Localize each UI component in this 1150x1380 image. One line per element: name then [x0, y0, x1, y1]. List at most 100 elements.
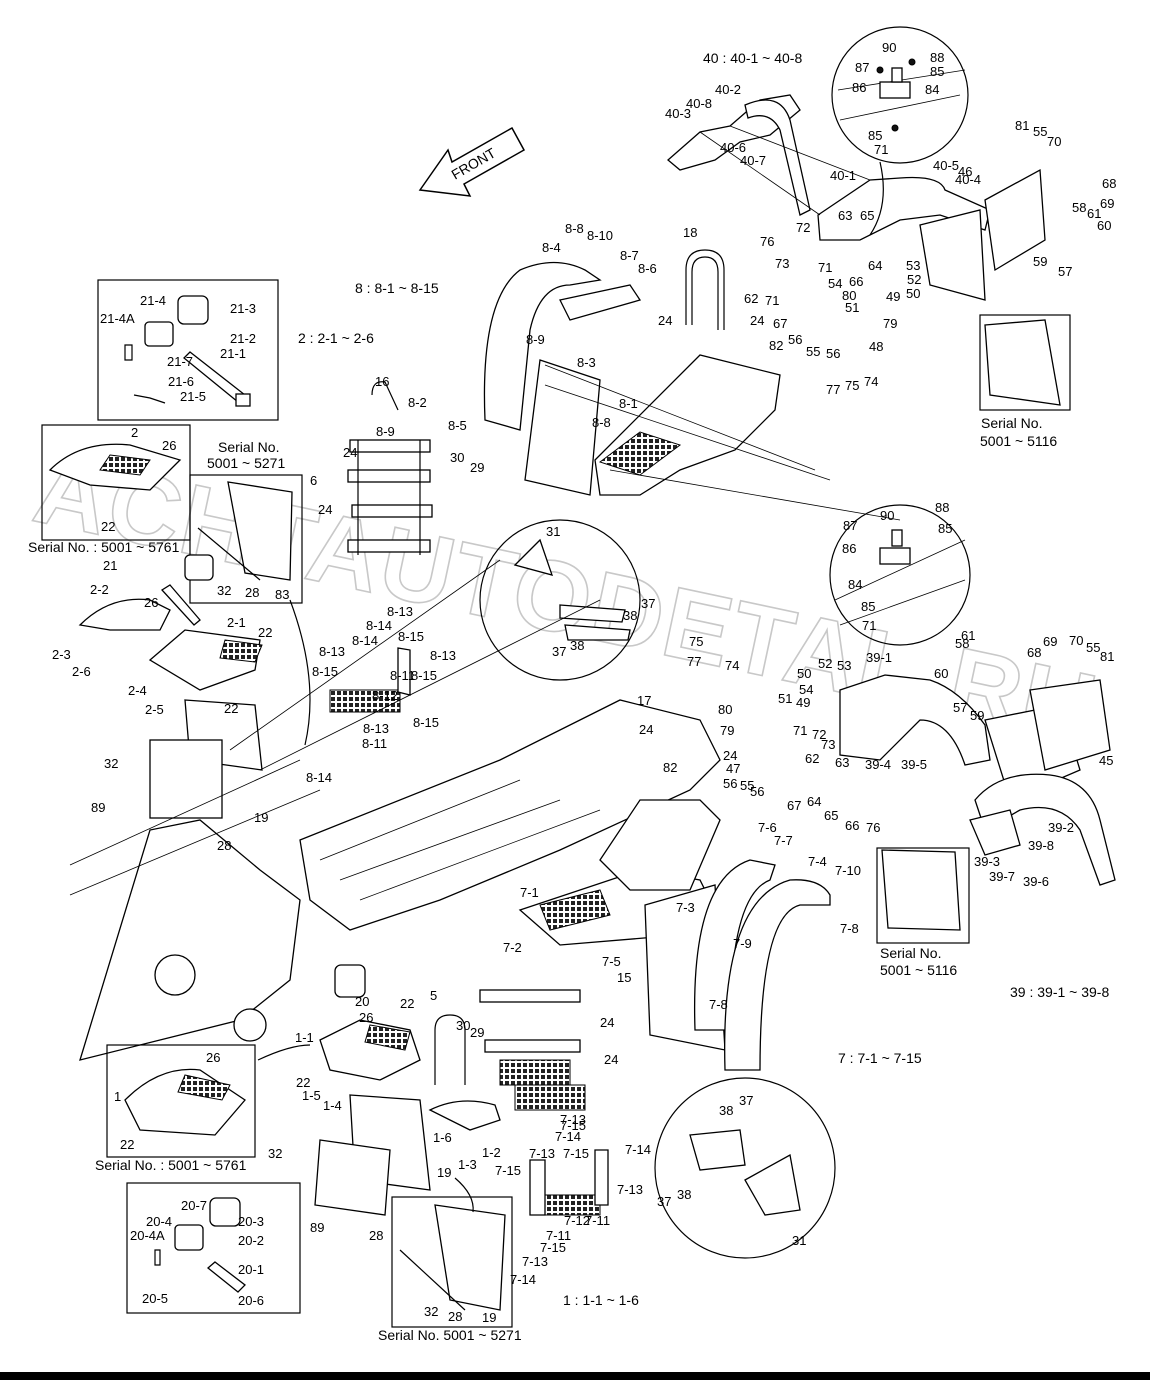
part-number-callout: 7-15 [495, 1163, 521, 1178]
detail-box-1 [106, 1044, 256, 1158]
part-number-callout: 8-11 [390, 668, 415, 683]
part-number-callout: 59 [1033, 254, 1047, 269]
part-number-callout: 28 [245, 585, 259, 600]
part-number-callout: 8-1 [619, 396, 638, 411]
part-number-callout: 19 [437, 1165, 451, 1180]
part-number-callout: 67 [773, 316, 787, 331]
part-number-callout: 2-2 [90, 582, 109, 597]
detail-box-20 [126, 1182, 301, 1314]
part-number-callout: 61 [1087, 206, 1101, 221]
part-number-callout: 77 [687, 654, 701, 669]
part-number-callout: 74 [725, 658, 739, 673]
part-number-callout: 2-6 [72, 664, 91, 679]
fender-40-assembly [666, 94, 1046, 301]
part-number-callout: 68 [1027, 645, 1041, 660]
part-number-callout: 71 [862, 618, 876, 633]
part-number-callout: 39-4 [865, 757, 891, 772]
part-number-callout: 22 [296, 1075, 310, 1090]
part-number-callout: 66 [849, 274, 863, 289]
part-number-callout: 40-8 [686, 96, 712, 111]
part-number-callout: 65 [860, 208, 874, 223]
part-number-callout: 31 [546, 524, 560, 539]
part-number-callout: 58 [955, 636, 969, 651]
part-number-callout: 7-14 [555, 1129, 581, 1144]
part-number-callout: 65 [824, 808, 838, 823]
part-number-callout: 74 [864, 374, 878, 389]
part-number-callout: 32 [268, 1146, 282, 1161]
part-number-callout: 60 [1097, 218, 1111, 233]
part-number-callout: 70 [1047, 134, 1061, 149]
part-number-callout: 31 [792, 1233, 806, 1248]
part-number-callout: 7-8 [709, 997, 728, 1012]
part-number-callout: 45 [1099, 753, 1113, 768]
part-number-callout: 20-1 [238, 1262, 264, 1277]
part-number-callout: 24 [343, 445, 357, 460]
part-number-callout: 68 [1102, 176, 1116, 191]
part-number-callout: 8-9 [526, 332, 545, 347]
part-number-callout: 49 [796, 695, 810, 710]
part-number-callout: 17 [637, 693, 651, 708]
step-ladder-8 [329, 381, 433, 713]
part-number-callout: 86 [852, 80, 866, 95]
part-number-callout: 56 [826, 346, 840, 361]
part-number-callout: 72 [812, 727, 826, 742]
part-number-callout: 84 [925, 82, 939, 97]
part-number-callout: 7-11 [585, 1213, 610, 1228]
part-number-callout: 8-5 [448, 418, 467, 433]
part-number-callout: 20-5 [142, 1291, 168, 1306]
part-number-callout: 2-5 [145, 702, 164, 717]
part-number-callout: 20-7 [181, 1198, 207, 1213]
part-number-callout: 29 [470, 460, 484, 475]
part-number-callout: 20-4 [146, 1214, 172, 1229]
part-number-callout: 8-14 [366, 618, 392, 633]
front-direction-arrow: FRONT [418, 126, 526, 197]
part-number-callout: 52 [818, 656, 832, 671]
part-number-callout: 21-7 [167, 354, 193, 369]
part-number-callout: 38 [570, 638, 584, 653]
part-number-callout: 52 [907, 272, 921, 287]
detail-circle-31-bottom [654, 1077, 836, 1259]
part-number-callout: 76 [760, 234, 774, 249]
part-number-callout: 1-1 [295, 1030, 314, 1045]
detail-box-19-upper [189, 474, 303, 604]
part-number-callout: 20-4A [130, 1228, 165, 1243]
part-number-callout: 76 [866, 820, 880, 835]
part-number-callout: 51 [778, 691, 792, 706]
part-number-callout: 21 [103, 558, 117, 573]
part-number-callout: 60 [934, 666, 948, 681]
part-number-callout: 82 [663, 760, 677, 775]
part-number-callout: 40-3 [665, 106, 691, 121]
part-number-callout: 40-2 [715, 82, 741, 97]
serial-box-39-1 [876, 847, 970, 944]
part-number-callout: 63 [838, 208, 852, 223]
part-number-callout: 89 [91, 800, 105, 815]
part-number-callout: 51 [845, 300, 859, 315]
part-number-callout: 8-14 [306, 770, 332, 785]
part-number-callout: 19 [482, 1310, 496, 1325]
group-40-label: 40 : 40-1 ~ 40-8 [703, 50, 802, 66]
bottom-border [0, 1372, 1150, 1380]
part-number-callout: 46 [958, 164, 972, 179]
part-number-callout: 22 [224, 701, 238, 716]
part-number-callout: 56 [788, 332, 802, 347]
part-number-callout: 32 [104, 756, 118, 771]
serial-note-d: Serial No. [880, 945, 941, 961]
part-number-callout: 21-6 [168, 374, 194, 389]
part-number-callout: 61 [961, 628, 975, 643]
part-number-callout: 55 [1086, 640, 1100, 655]
part-number-callout: 40-6 [720, 140, 746, 155]
part-number-callout: 24 [318, 502, 332, 517]
group-7-label: 7 : 7-1 ~ 7-15 [838, 1050, 922, 1066]
part-number-callout: 55 [1033, 124, 1047, 139]
part-number-callout: 22 [400, 996, 414, 1011]
part-number-callout: 73 [821, 737, 835, 752]
part-number-callout: 82 [769, 338, 783, 353]
part-number-callout: 8-13 [387, 604, 413, 619]
part-number-callout: 62 [805, 751, 819, 766]
part-number-callout: 8-15 [413, 715, 439, 730]
part-number-callout: 8-14 [352, 633, 378, 648]
part-number-callout: 26 [144, 595, 158, 610]
part-number-callout: 64 [868, 258, 882, 273]
fender-2-assembly [78, 554, 263, 819]
part-number-callout: 85 [930, 64, 944, 79]
